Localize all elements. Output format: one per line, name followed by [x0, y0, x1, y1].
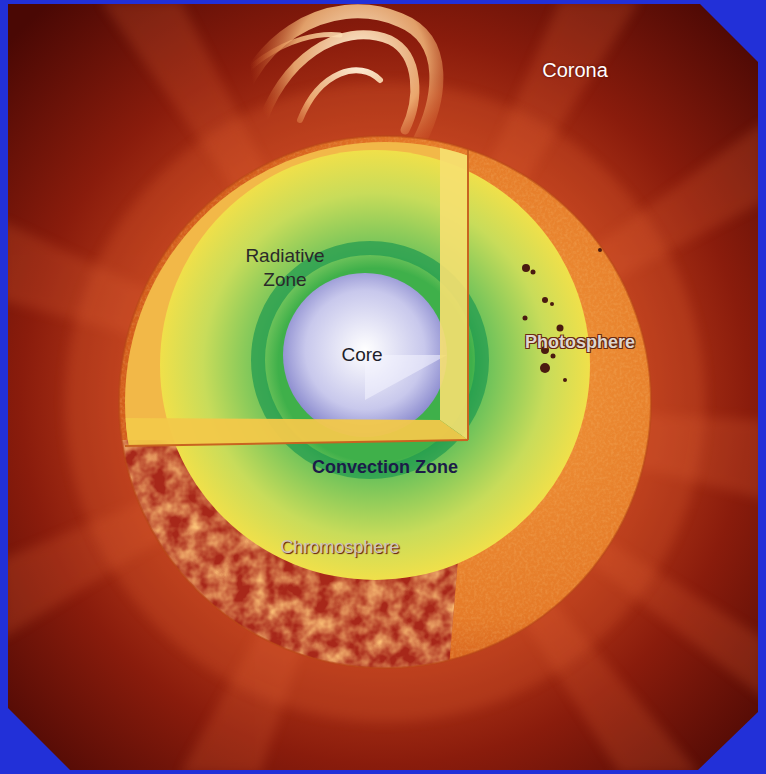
zone-label: Radiative Zone [237, 244, 333, 292]
sunspots [522, 248, 602, 382]
cutaway [110, 130, 590, 580]
prominence [215, 11, 436, 140]
photosphere-label: Photosphere [505, 331, 655, 354]
core-label: Core [322, 343, 402, 367]
zone-label: Convection Zone [285, 456, 485, 479]
chromosphere-label: Chromosphere [255, 536, 425, 559]
corona-label: Corona [515, 58, 635, 83]
